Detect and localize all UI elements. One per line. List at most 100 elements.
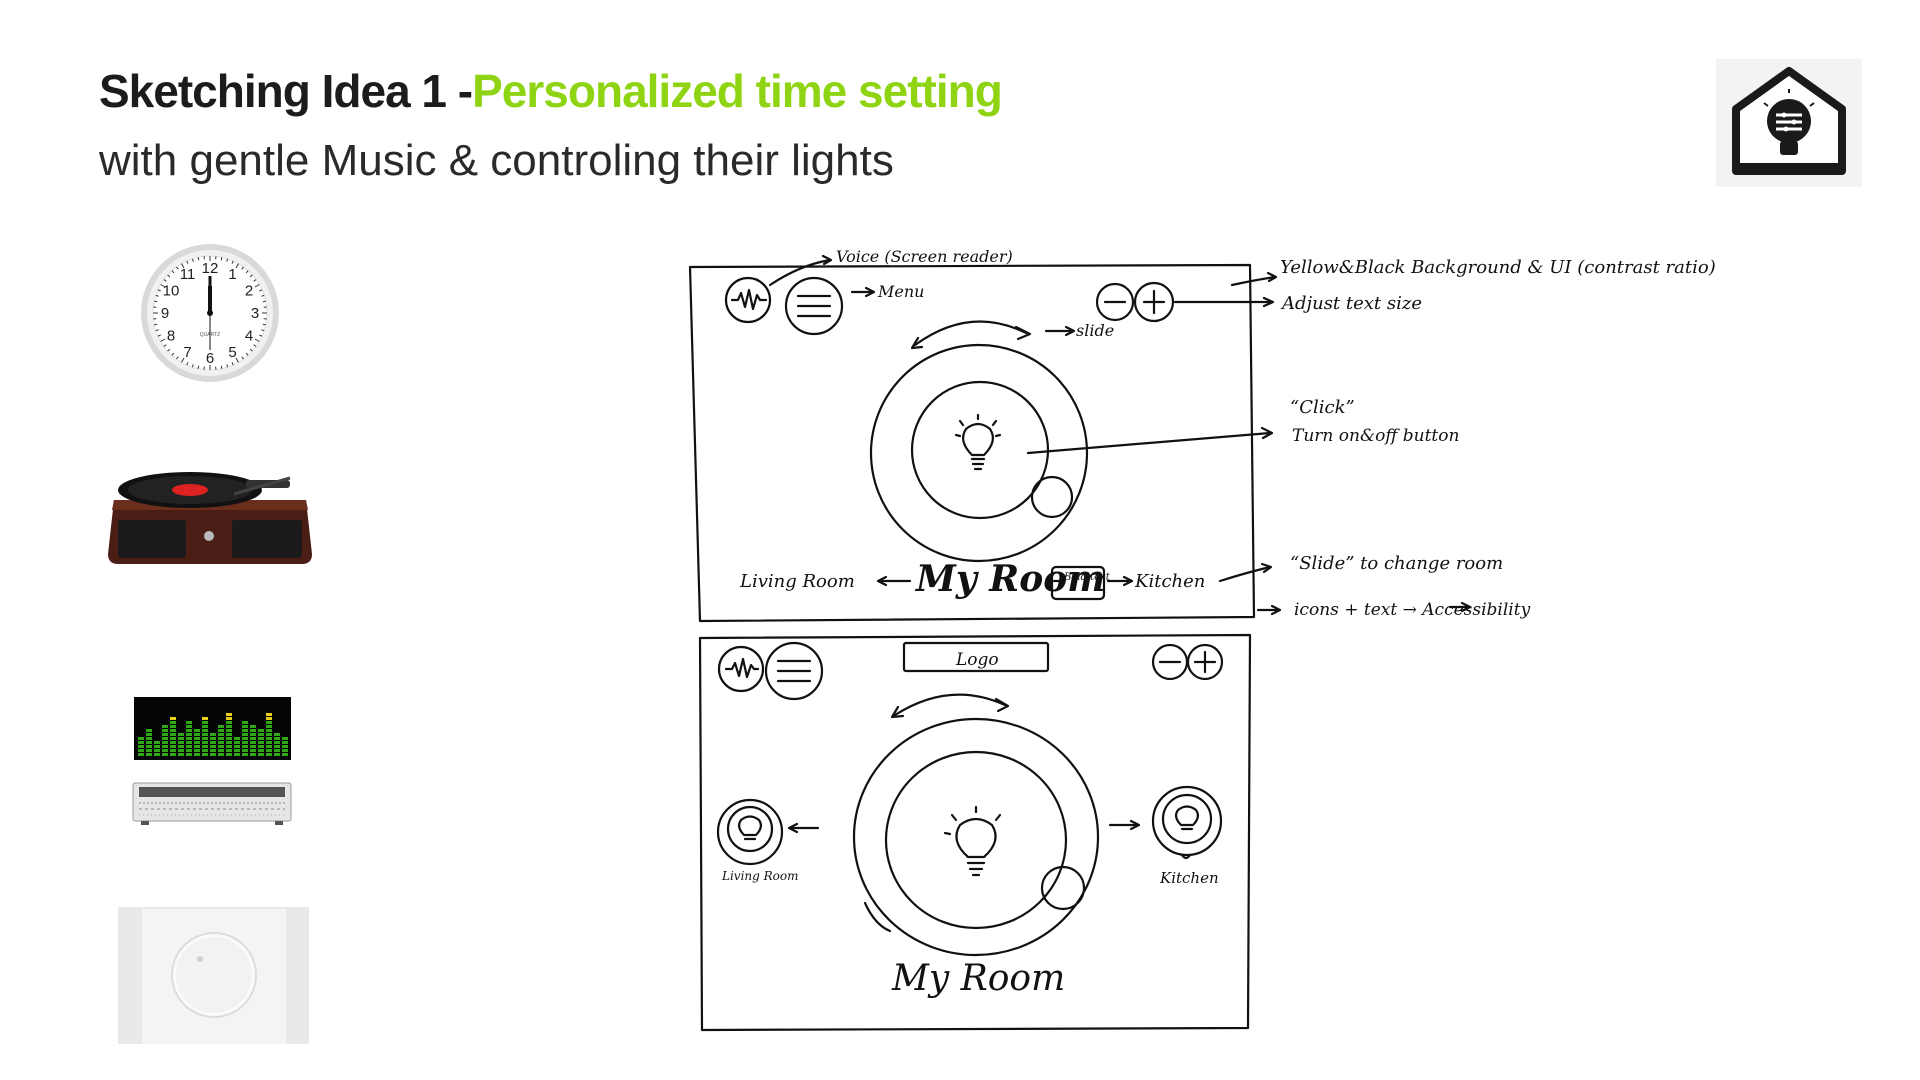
equalizer-segment (266, 721, 272, 724)
room-dial-2 (852, 717, 1100, 957)
dimmer-switch-image (118, 907, 309, 1044)
sketch1-left-room: Living Room (739, 571, 855, 592)
equalizer-segment (178, 749, 184, 752)
clock-tick (241, 356, 244, 360)
record-player-image (104, 466, 316, 574)
clock-tick (245, 352, 249, 356)
slide-change-note: “Slide” to change room (1290, 553, 1503, 574)
equalizer-segment (178, 753, 184, 756)
bold-text-note: Bold text (1063, 572, 1111, 583)
equalizer-segment (162, 737, 168, 740)
equalizer-segment (138, 753, 144, 756)
clock-tick (181, 357, 185, 363)
equalizer-segment (250, 753, 256, 756)
bulb-icon-2 (943, 805, 1002, 877)
room-dial (869, 343, 1089, 563)
equalizer-segment (170, 721, 176, 724)
equalizer-segment (266, 729, 272, 732)
equalizer-segment (218, 753, 224, 756)
equalizer-segment (162, 733, 168, 736)
equalizer-segment (202, 717, 208, 720)
equalizer-segment (274, 737, 280, 740)
equalizer-segment (162, 745, 168, 748)
text-size-note: Adjust text size (1280, 293, 1422, 314)
equalizer-segment (146, 733, 152, 736)
equalizer-segment (170, 753, 176, 756)
clock-tick (181, 263, 185, 269)
title-prefix: Sketching Idea 1 - (99, 65, 473, 117)
equalizer-segment (226, 753, 232, 756)
turn-note: Turn on&off button (1292, 426, 1459, 446)
sketch1-frame (688, 263, 1256, 623)
equalizer-segment (226, 717, 232, 720)
equalizer-segment (186, 745, 192, 748)
clock-tick (191, 364, 194, 368)
clock-numeral: 4 (245, 328, 253, 345)
equalizer-segment (226, 721, 232, 724)
clock-tick (154, 323, 158, 326)
clock-tick (186, 362, 189, 366)
equalizer-segment (186, 725, 192, 728)
text-size-plus-icon (1133, 281, 1175, 323)
equalizer-segment (138, 745, 144, 748)
equalizer-segment (242, 737, 248, 740)
clock-tick (262, 323, 266, 326)
clock-tick (220, 257, 223, 261)
clock-tick (231, 260, 234, 264)
equalizer-segment (146, 753, 152, 756)
clock-tick (249, 348, 253, 352)
clock-tick (163, 279, 167, 282)
app-logo (1716, 59, 1862, 187)
equalizer-segment (234, 753, 240, 756)
equalizer-segment (242, 741, 248, 744)
equalizer-segment (194, 729, 200, 732)
equalizer-segment (258, 753, 264, 756)
clock-tick (155, 329, 159, 332)
page-subtitle: with gentle Music & controling their lig… (99, 136, 894, 185)
equalizer-segment (170, 749, 176, 752)
page-title: Sketching Idea 1 -Personalized time sett… (99, 64, 1003, 118)
slide-note: slide (1076, 321, 1114, 340)
equalizer-segment (138, 737, 144, 740)
equalizer-segment (226, 741, 232, 744)
equalizer-segment (218, 729, 224, 732)
equalizer-segment (146, 729, 152, 732)
equalizer-segment (210, 745, 216, 748)
clock-tick (226, 258, 229, 262)
equalizer-segment (218, 737, 224, 740)
equalizer-segment (234, 745, 240, 748)
equalizer-segment (218, 749, 224, 752)
equalizer-segment (274, 745, 280, 748)
wireframe-sketch: Voice (Screen reader) Menu slide Yellow&… (688, 247, 1716, 1032)
clock-tick (155, 294, 159, 297)
equalizer-segment (170, 717, 176, 720)
equalizer-segment (226, 713, 232, 716)
click-note: “Click” (1290, 397, 1355, 418)
equalizer-segment (186, 737, 192, 740)
sketch-1 (688, 254, 1472, 623)
voice-note: Voice (Screen reader) (836, 247, 1013, 266)
equalizer-image (134, 697, 291, 760)
equalizer-segment (242, 725, 248, 728)
clock-numeral: 2 (245, 283, 253, 300)
equalizer-segment (282, 741, 288, 744)
equalizer-segment (162, 749, 168, 752)
equalizer-segment (218, 733, 224, 736)
accessibility-note: icons + text → Accessibility (1294, 600, 1531, 620)
clock-tick (261, 294, 265, 297)
equalizer-segment (202, 721, 208, 724)
equalizer-segment (226, 725, 232, 728)
clock-tick (235, 357, 239, 363)
equalizer-segment (170, 745, 176, 748)
equalizer-segment (258, 733, 264, 736)
equalizer-segment (202, 737, 208, 740)
equalizer-segment (170, 741, 176, 744)
equalizer-segment (266, 713, 272, 716)
clock-tick (176, 356, 179, 360)
clock-tick (157, 334, 161, 337)
equalizer-segment (194, 737, 200, 740)
equalizer-segment (154, 741, 160, 744)
clock-numeral: 1 (228, 266, 236, 283)
clock-tick (167, 348, 171, 352)
